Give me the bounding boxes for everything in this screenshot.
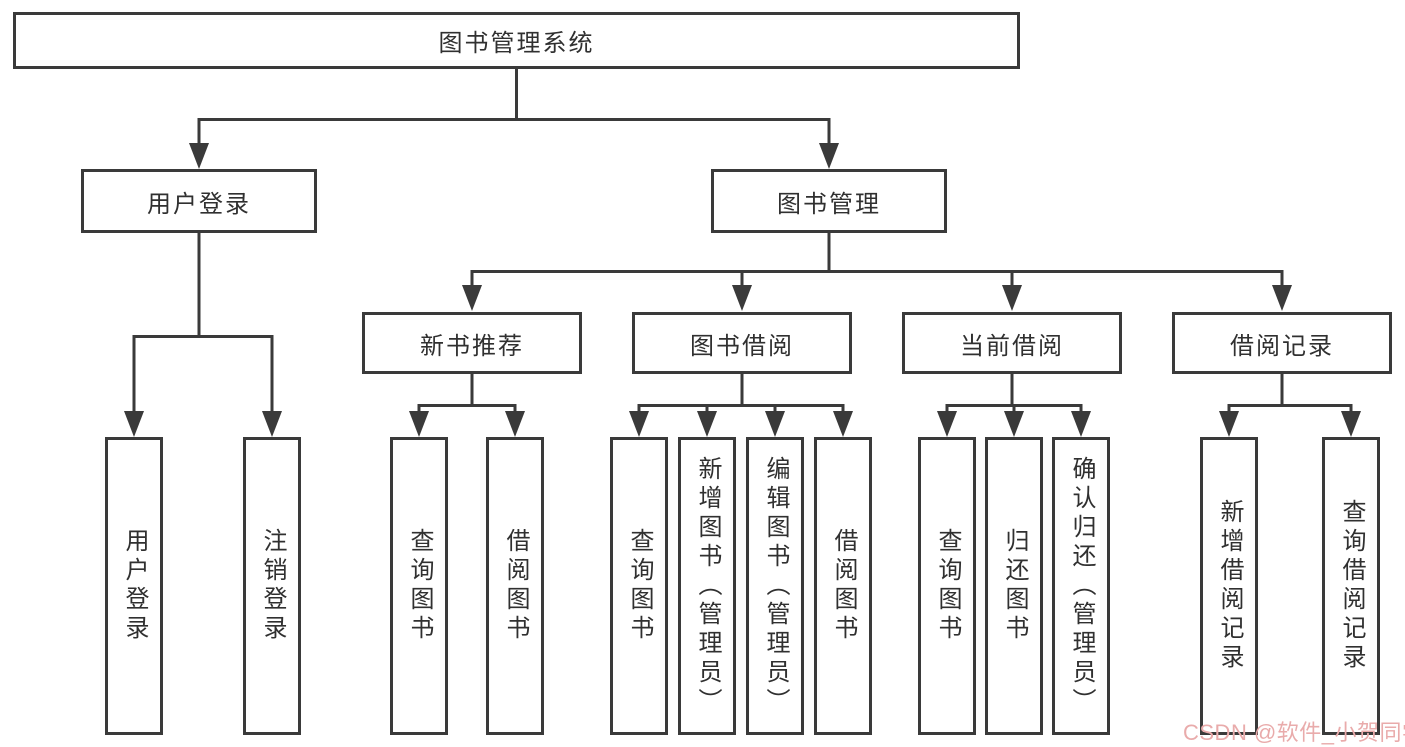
node-add-borrow-record: 新增借阅记录 (1200, 437, 1258, 735)
node-add-book-admin: 新增图书（管理员） (678, 437, 736, 735)
node-new-book-recommend: 新书推荐 (362, 312, 582, 374)
node-return-book: 归还图书 (985, 437, 1043, 735)
node-borrow-records: 借阅记录 (1172, 312, 1392, 374)
node-book-management: 图书管理 (711, 169, 947, 233)
node-edit-book-admin: 编辑图书（管理员） (746, 437, 804, 735)
node-current-borrow: 当前借阅 (902, 312, 1122, 374)
node-book-management-system: 图书管理系统 (13, 12, 1020, 69)
node-borrow-book-2: 借阅图书 (814, 437, 872, 735)
connector-strokes (132, 69, 1353, 412)
node-query-book-3: 查询图书 (918, 437, 976, 735)
node-user-login-leaf: 用户登录 (105, 437, 163, 735)
node-query-borrow-record: 查询借阅记录 (1322, 437, 1380, 735)
node-query-book-2: 查询图书 (610, 437, 668, 735)
node-confirm-return-admin: 确认归还（管理员） (1052, 437, 1110, 735)
node-query-book-1: 查询图书 (390, 437, 448, 735)
node-user-login: 用户登录 (81, 169, 317, 233)
node-borrow-book-1: 借阅图书 (486, 437, 544, 735)
node-book-borrow: 图书借阅 (632, 312, 852, 374)
arrowhead-icons (124, 143, 1361, 437)
node-logout: 注销登录 (243, 437, 301, 735)
watermark-text: CSDN @软件_小贺同学 (1183, 720, 1405, 745)
